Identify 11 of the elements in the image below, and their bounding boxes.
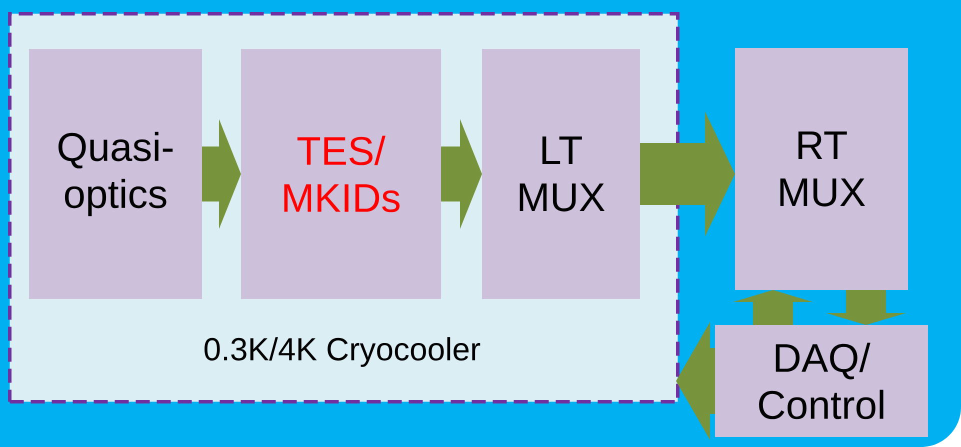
process-box: RT MUX <box>735 48 908 290</box>
block-arrow <box>202 119 241 229</box>
block-arrow <box>441 119 482 229</box>
process-box: TES/ MKIDs <box>241 49 441 299</box>
block-arrow <box>640 112 735 236</box>
process-box: Quasi-optics <box>29 49 202 299</box>
block-arrow <box>676 322 715 440</box>
block-arrow <box>733 290 813 325</box>
block-arrow <box>826 290 906 325</box>
process-box: DAQ/ Control <box>715 325 928 437</box>
process-box: LT MUX <box>482 49 640 299</box>
